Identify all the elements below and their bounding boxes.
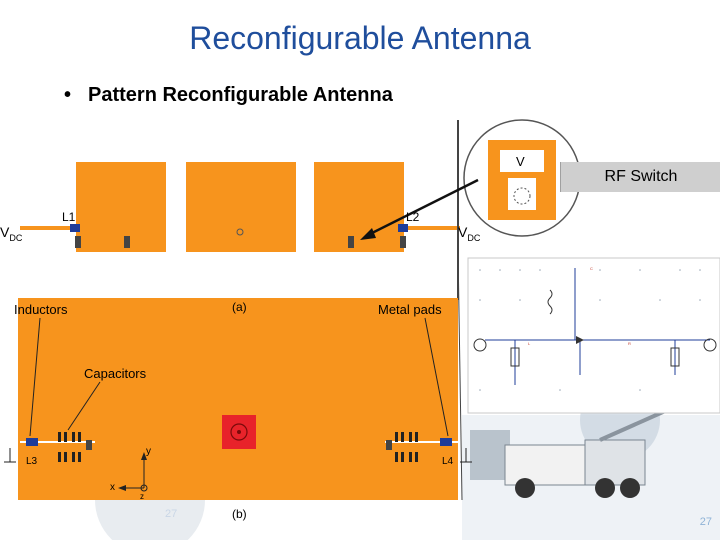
vdc-left-sub: DC — [9, 232, 23, 243]
inductors-label: Inductors — [14, 302, 68, 317]
circuit-schematic: C L R — [467, 257, 720, 414]
metal-pads-label: Metal pads — [378, 302, 442, 317]
figure-a-caption: (a) — [232, 300, 247, 314]
rf-switch-label: RF Switch — [560, 162, 720, 192]
switch-symbol-label: V — [516, 154, 525, 169]
page-number: 27 — [699, 516, 712, 528]
bullet-item: • Pattern Reconfigurable Antenna — [64, 84, 393, 107]
vdc-right-label: VDC — [458, 224, 480, 243]
svg-text:L: L — [528, 341, 531, 346]
rf-switch-zoom — [463, 119, 581, 237]
svg-text:C: C — [590, 266, 593, 271]
faint-page-number: 27 — [165, 508, 178, 520]
figure-b-caption: (b) — [232, 507, 247, 521]
capacitors-label: Capacitors — [84, 366, 147, 381]
svg-text:R: R — [628, 341, 631, 346]
figure-a-antenna — [20, 162, 460, 252]
rf-switch-arrow — [360, 178, 479, 240]
l4-label: L4 — [442, 456, 454, 467]
l1-label: L1 — [62, 210, 76, 224]
figure-b-antenna — [4, 298, 472, 500]
bullet-dot: • — [64, 84, 72, 106]
slide-title: Reconfigurable Antenna — [189, 20, 531, 56]
l3-label: L3 — [26, 456, 38, 467]
axis-y-label: y — [146, 446, 151, 457]
vdc-left-main: V — [0, 224, 10, 240]
axis-x-label: x — [110, 482, 115, 493]
vdc-right-sub: DC — [467, 232, 481, 243]
l2-label: L2 — [406, 210, 420, 224]
axis-z-label: z — [140, 492, 144, 501]
vdc-left-label: VDC — [0, 224, 22, 243]
bullet-text: Pattern Reconfigurable Antenna — [88, 84, 393, 106]
vdc-right-main: V — [458, 224, 468, 240]
